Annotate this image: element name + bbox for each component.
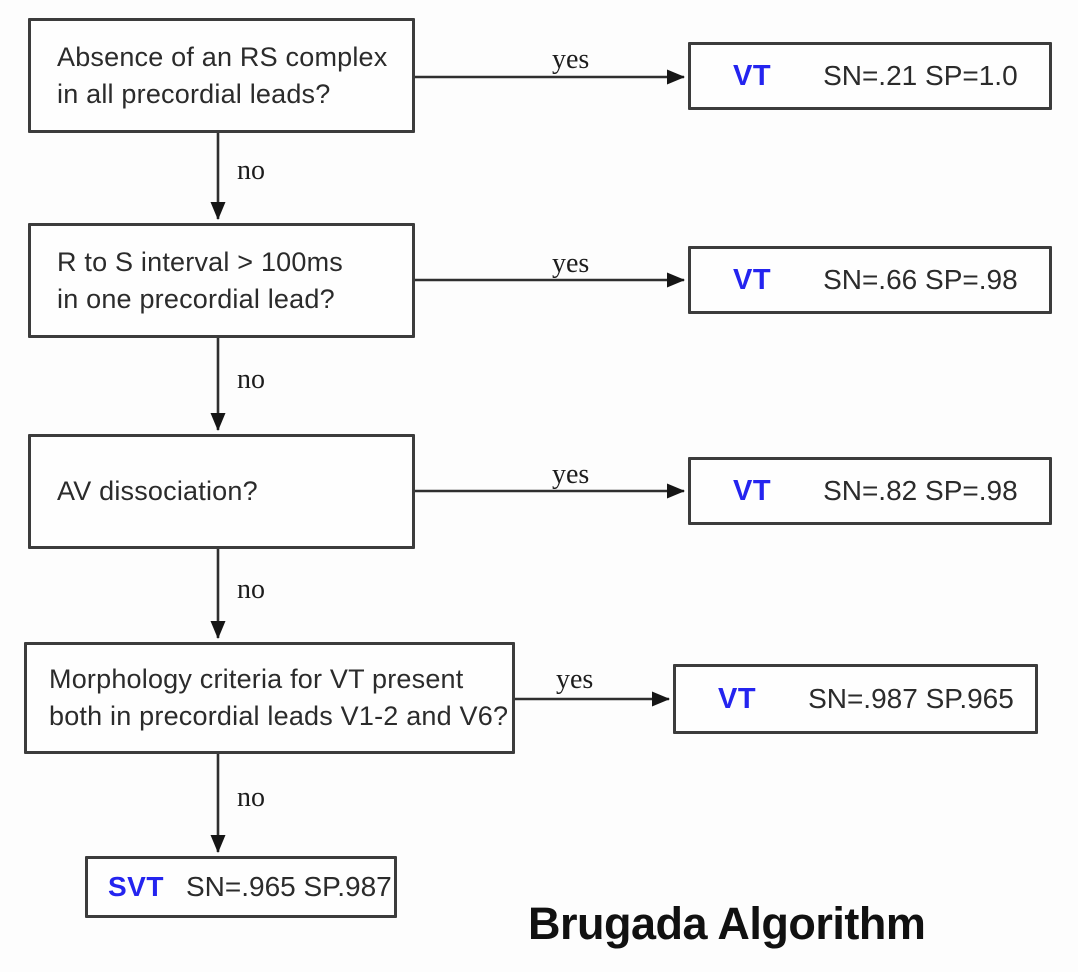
stats-label: SN=.82 SP=.98: [823, 475, 1018, 506]
diagnosis-label: VT: [733, 59, 772, 92]
question-text: Absence of an RS complex in all precordi…: [57, 39, 387, 113]
result-box-vt-3: VT SN=.82 SP=.98: [688, 457, 1052, 525]
edge-label-yes-4: yes: [556, 664, 594, 695]
diagnosis-label: VT: [718, 682, 757, 715]
edge-label-no-3: no: [237, 574, 265, 605]
result-box-vt-2: VT SN=.66 SP=.98: [688, 246, 1052, 314]
question-line: Morphology criteria for VT present: [49, 664, 464, 694]
stats-label: SN=.21 SP=1.0: [823, 60, 1018, 91]
question-line: both in precordial leads V1-2 and V6?: [49, 701, 509, 731]
question-line: Absence of an RS complex: [57, 41, 388, 72]
diagnosis-label: VT: [733, 474, 772, 507]
edge-label-no-4: no: [237, 782, 265, 813]
question-box-morphology-criteria: Morphology criteria for VT present both …: [24, 642, 515, 754]
question-box-rs-interval: R to S interval > 100ms in one precordia…: [28, 223, 415, 338]
edge-label-no-1: no: [237, 155, 265, 186]
result-box-vt-1: VT SN=.21 SP=1.0: [688, 42, 1052, 110]
stats-label: SN=.66 SP=.98: [823, 264, 1018, 295]
diagnosis-label: SVT: [108, 871, 164, 902]
question-line: R to S interval > 100ms: [57, 246, 343, 277]
question-box-rs-complex: Absence of an RS complex in all precordi…: [28, 18, 415, 133]
stats-label: SN=.965 SP.987: [185, 871, 392, 902]
question-box-av-dissociation: AV dissociation?: [28, 434, 415, 549]
question-line: AV dissociation?: [57, 476, 258, 506]
question-line: in one precordial lead?: [57, 283, 335, 314]
edge-label-no-2: no: [237, 364, 265, 395]
result-box-vt-4: VT SN=.987 SP.965: [673, 664, 1038, 734]
edge-label-yes-1: yes: [552, 44, 590, 75]
edge-label-yes-2: yes: [552, 248, 590, 279]
diagnosis-label: VT: [733, 263, 772, 296]
edge-label-yes-3: yes: [552, 459, 590, 490]
question-text: Morphology criteria for VT present both …: [49, 661, 508, 735]
question-line: in all precordial leads?: [57, 78, 331, 109]
diagram-title: Brugada Algorithm: [528, 898, 926, 949]
stats-label: SN=.987 SP.965: [808, 683, 1014, 714]
question-text: R to S interval > 100ms in one precordia…: [57, 244, 343, 318]
result-box-svt: SVT SN=.965 SP.987: [85, 856, 397, 918]
question-text: AV dissociation?: [57, 473, 258, 510]
